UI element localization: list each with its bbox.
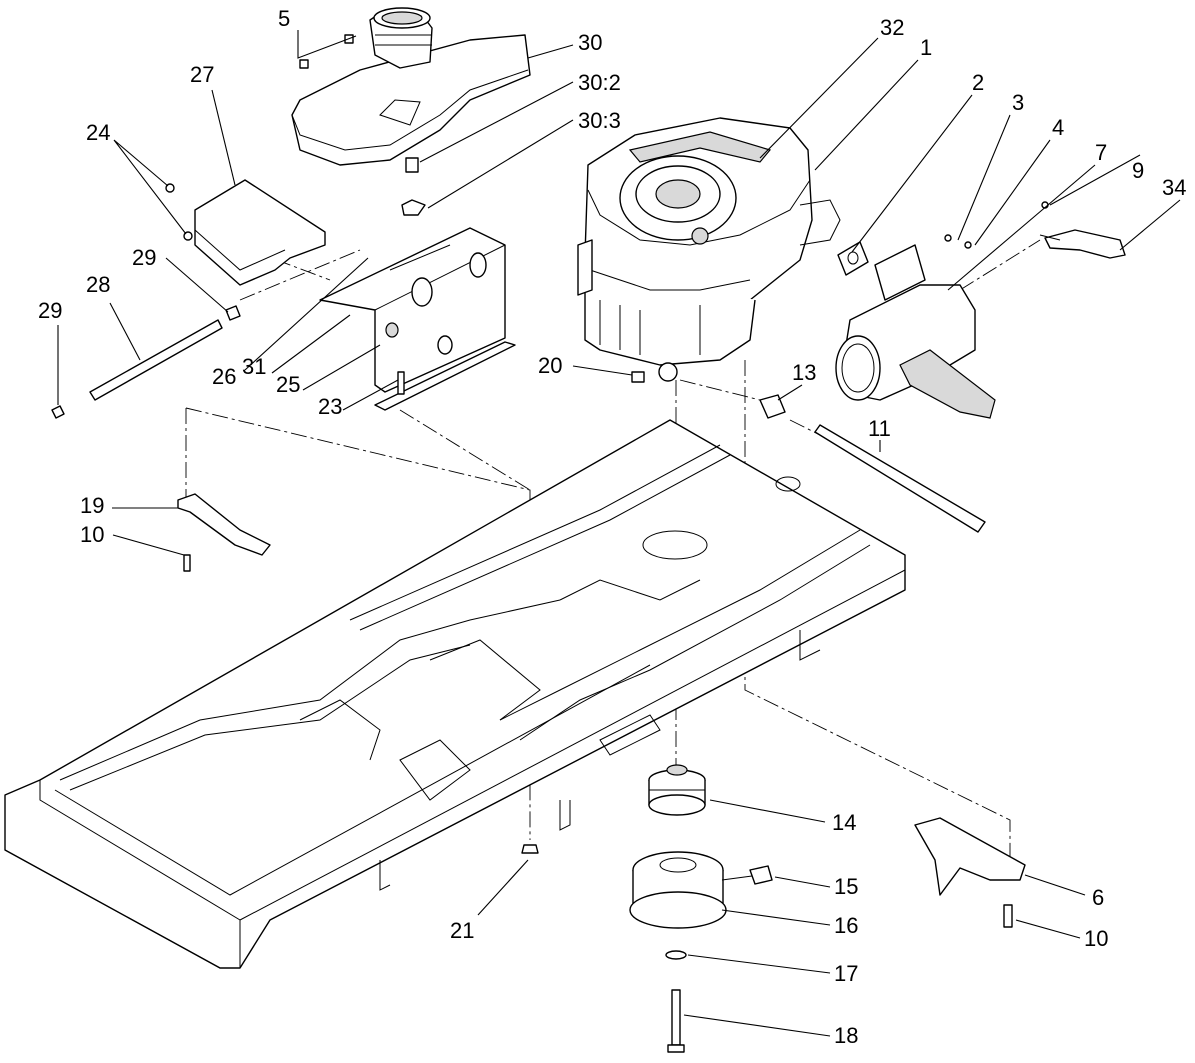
electric-clutch <box>629 851 773 929</box>
washer <box>665 950 687 960</box>
callout-10-left: 10 <box>80 522 104 547</box>
callout-30-2: 30:2 <box>578 70 621 95</box>
callouts: 5 30 30:2 30:3 32 1 2 3 4 7 9 34 27 24 2… <box>38 6 1186 1048</box>
callout-2: 2 <box>972 70 984 95</box>
callout-16: 16 <box>834 913 858 938</box>
callout-11: 11 <box>868 416 891 441</box>
callout-29-right: 29 <box>132 245 156 270</box>
callout-13: 13 <box>792 360 816 385</box>
tank-support-bracket <box>319 227 516 411</box>
callout-14: 14 <box>832 810 856 835</box>
callout-18: 18 <box>834 1023 858 1048</box>
muffler <box>835 244 996 419</box>
callout-30-3: 30:3 <box>578 108 621 133</box>
callout-6: 6 <box>1092 885 1104 910</box>
callout-4: 4 <box>1052 115 1064 140</box>
callout-30: 30 <box>578 30 602 55</box>
frame-nut <box>521 844 539 854</box>
callout-26: 26 <box>212 364 236 389</box>
callout-28: 28 <box>86 272 110 297</box>
callout-7: 7 <box>1095 140 1107 165</box>
mower-frame <box>4 419 906 969</box>
callout-23: 23 <box>318 394 342 419</box>
exhaust-gasket <box>837 241 869 276</box>
callout-31: 31 <box>242 354 266 379</box>
callout-5: 5 <box>278 6 290 31</box>
clutch-bolt <box>667 989 685 1053</box>
muffler-guard <box>944 201 1126 259</box>
callout-10-right: 10 <box>1084 926 1108 951</box>
callout-19: 19 <box>80 493 104 518</box>
callout-17: 17 <box>834 961 858 986</box>
callout-25: 25 <box>276 372 300 397</box>
callout-21: 21 <box>450 918 474 943</box>
callout-27: 27 <box>190 62 214 87</box>
callout-24: 24 <box>86 120 110 145</box>
engine-pulley <box>648 764 706 816</box>
callout-34: 34 <box>1162 175 1186 200</box>
fuel-tank <box>291 7 531 166</box>
callout-32: 32 <box>880 15 904 40</box>
callout-29-left: 29 <box>38 298 62 323</box>
rod <box>51 305 241 419</box>
fuel-line <box>759 394 986 533</box>
callout-1: 1 <box>920 35 932 60</box>
callout-20: 20 <box>538 353 562 378</box>
leader-lines <box>57 30 1181 1037</box>
engine <box>577 117 841 383</box>
left-bracket <box>177 493 271 572</box>
callout-15: 15 <box>834 874 858 899</box>
callout-9: 9 <box>1132 158 1144 183</box>
right-bracket <box>914 817 1026 928</box>
callout-3: 3 <box>1012 90 1024 115</box>
